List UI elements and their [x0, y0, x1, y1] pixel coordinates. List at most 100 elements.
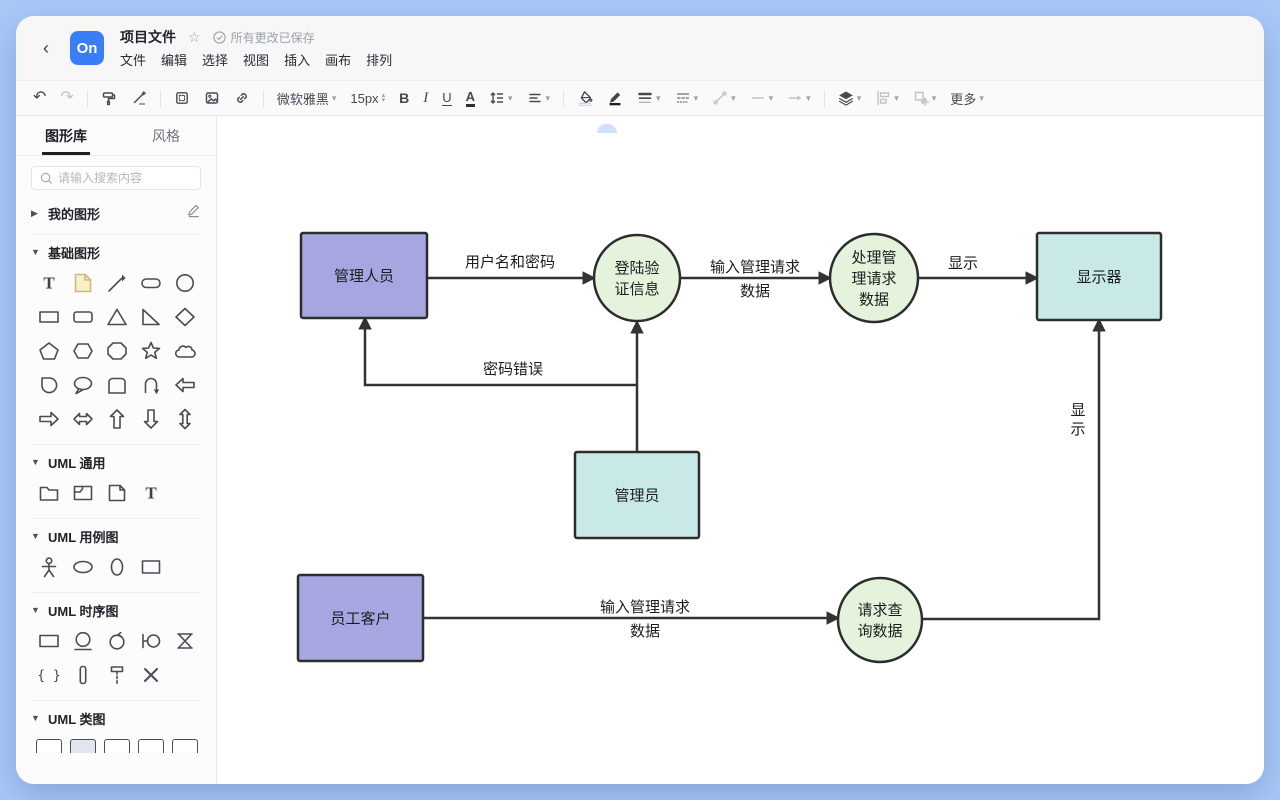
menu-item-1[interactable]: 编辑: [161, 53, 188, 68]
app-logo[interactable]: On: [70, 31, 104, 65]
section-header-2[interactable]: ▼UML 通用: [31, 447, 201, 477]
insert-link-icon[interactable]: [227, 85, 257, 111]
uml-frame-shape[interactable]: [66, 480, 100, 505]
node-administrator[interactable]: 管理员: [573, 450, 701, 540]
line-width-icon[interactable]: ▾: [638, 92, 661, 103]
class-shape-1[interactable]: [70, 739, 96, 753]
bold-icon[interactable]: B: [399, 90, 410, 106]
loop-shape[interactable]: [134, 372, 168, 397]
arrow-double-h-shape[interactable]: [66, 406, 100, 431]
braces-shape[interactable]: { }: [32, 662, 66, 687]
favorite-star-icon[interactable]: ☆: [188, 28, 201, 45]
line-start-icon[interactable]: ▾: [751, 92, 774, 103]
actor-shape[interactable]: [32, 554, 66, 579]
insert-image-icon[interactable]: [197, 85, 227, 111]
edit-pencil-icon[interactable]: [186, 203, 201, 223]
rounded-rectangle-shape[interactable]: [66, 304, 100, 329]
seq-rect-shape[interactable]: [32, 628, 66, 653]
line-spacing-icon[interactable]: ▾: [482, 85, 520, 111]
class-shape-3[interactable]: [138, 739, 164, 753]
menu-item-4[interactable]: 插入: [284, 53, 311, 68]
right-triangle-shape[interactable]: [134, 304, 168, 329]
sidebar-tab-1[interactable]: 风格: [152, 127, 180, 144]
fill-color-icon[interactable]: [570, 85, 600, 111]
undo-icon[interactable]: ↶: [33, 89, 47, 106]
italic-icon[interactable]: I: [423, 89, 429, 106]
font-color-icon[interactable]: A: [459, 85, 482, 111]
arrow-up-shape[interactable]: [100, 406, 134, 431]
menu-item-0[interactable]: 文件: [120, 53, 147, 68]
layers-icon[interactable]: ▾: [831, 85, 869, 111]
entity-shape[interactable]: [66, 628, 100, 653]
edge-password-error[interactable]: [358, 315, 637, 387]
underline-icon[interactable]: U: [442, 90, 452, 106]
style-brush-icon[interactable]: [124, 85, 154, 111]
class-shape-0[interactable]: [36, 739, 62, 753]
back-button[interactable]: ‹: [43, 37, 49, 58]
pentagon-shape[interactable]: [32, 338, 66, 363]
rectangle-shape[interactable]: [32, 304, 66, 329]
more-button[interactable]: 更多▾: [950, 91, 984, 107]
menu-item-2[interactable]: 选择: [202, 53, 229, 68]
circle-shape[interactable]: [168, 270, 202, 295]
triangle-shape[interactable]: [100, 304, 134, 329]
text-shape[interactable]: T: [134, 480, 168, 505]
menu-item-5[interactable]: 画布: [325, 53, 352, 68]
font-family-button[interactable]: 微软雅黑▾: [276, 91, 337, 107]
hexagon-shape[interactable]: [66, 338, 100, 363]
font-size-button[interactable]: 15px▴▾: [350, 90, 386, 106]
line-color-icon[interactable]: [600, 85, 630, 111]
octagon-shape[interactable]: [100, 338, 134, 363]
rectangle-lg-shape[interactable]: [134, 554, 168, 579]
format-painter-icon[interactable]: [94, 85, 124, 111]
canvas-collapse-handle[interactable]: [597, 124, 617, 133]
star-shape[interactable]: [134, 338, 168, 363]
section-header-3[interactable]: ▼UML 用例图: [31, 521, 201, 551]
arrow-left-shape[interactable]: [168, 372, 202, 397]
frame-icon[interactable]: [167, 85, 197, 111]
arrow-double-v-shape[interactable]: [168, 406, 202, 431]
pill-shape[interactable]: [134, 270, 168, 295]
line-arrow-shape[interactable]: [100, 270, 134, 295]
activation-shape[interactable]: [66, 662, 100, 687]
package-shape[interactable]: [32, 480, 66, 505]
uml-note-shape[interactable]: [100, 480, 134, 505]
node-admin-staff[interactable]: 管理人员: [299, 231, 429, 320]
text-shape[interactable]: T: [32, 270, 66, 295]
node-employee-client[interactable]: 员工客户: [296, 573, 425, 663]
cloud-shape[interactable]: [168, 338, 202, 363]
teardrop-shape[interactable]: [32, 372, 66, 397]
diamond-shape[interactable]: [168, 304, 202, 329]
section-header-0[interactable]: ▶我的图形: [31, 198, 201, 228]
redo-icon[interactable]: ↷: [60, 89, 74, 106]
section-header-4[interactable]: ▼UML 时序图: [31, 595, 201, 625]
menu-item-3[interactable]: 视图: [243, 53, 270, 68]
section-header-5[interactable]: ▼UML 类图: [31, 703, 201, 733]
search-input[interactable]: [31, 166, 201, 190]
arrow-right-shape[interactable]: [32, 406, 66, 431]
control-shape[interactable]: [100, 628, 134, 653]
node-display[interactable]: 显示器: [1035, 231, 1163, 322]
text-align-icon[interactable]: ▾: [520, 85, 558, 111]
card-shape[interactable]: [100, 372, 134, 397]
lifeline-shape[interactable]: [100, 662, 134, 687]
oval-shape[interactable]: [100, 554, 134, 579]
align-objects-icon[interactable]: ▾: [868, 85, 906, 111]
boundary-shape[interactable]: [134, 628, 168, 653]
menu-item-6[interactable]: 排列: [366, 53, 393, 68]
usecase-shape[interactable]: [66, 554, 100, 579]
section-header-1[interactable]: ▼基础图形: [31, 237, 201, 267]
callout-shape[interactable]: [66, 372, 100, 397]
sidebar-tab-0[interactable]: 图形库: [16, 116, 116, 155]
arrow-down-shape[interactable]: [134, 406, 168, 431]
edge-show-right[interactable]: [922, 317, 1106, 621]
note-shape[interactable]: [66, 270, 100, 295]
position-icon[interactable]: ▾: [906, 85, 944, 111]
line-dash-icon[interactable]: ▾: [676, 92, 699, 103]
document-title[interactable]: 项目文件: [120, 29, 176, 45]
diagram-canvas[interactable]: 用户名和密码输入管理请求数据显示密码错误输入管理请求数据显示管理人员登陆验证信息…: [217, 116, 1264, 784]
class-shape-4[interactable]: [172, 739, 198, 753]
